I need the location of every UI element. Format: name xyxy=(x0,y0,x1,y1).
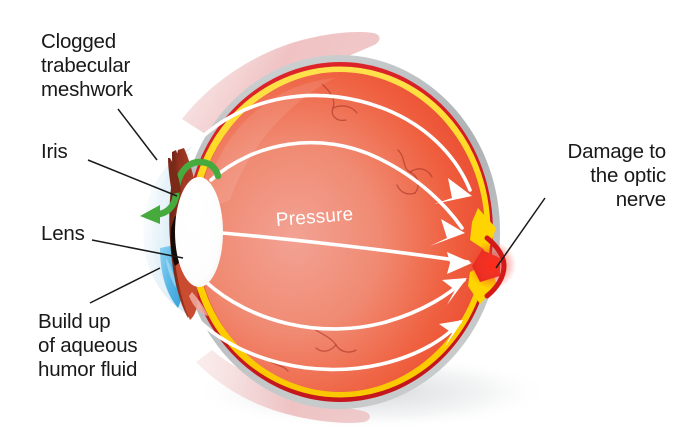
zonules xyxy=(189,292,208,316)
leader-line-damage xyxy=(495,197,546,269)
optic-nerve-rim xyxy=(484,235,507,299)
label-lens: Lens xyxy=(41,222,85,245)
leader-line-lens xyxy=(91,239,184,259)
retinal-vessels xyxy=(267,83,433,372)
pressure-arrow-bottom-2 xyxy=(194,316,462,372)
leader-line-iris xyxy=(87,159,178,197)
aqueous-fluid-highlight xyxy=(166,258,176,288)
leader-line-buildup xyxy=(89,267,161,304)
label-damage-to-the-optic-nerve: Damage to the optic nerve xyxy=(567,140,667,211)
leader-line-clogged xyxy=(117,108,158,161)
optic-nerve-head xyxy=(468,208,516,304)
pressure-arrow-middle xyxy=(209,230,470,264)
pressure-arrow-heads xyxy=(430,178,472,347)
globe-highlight xyxy=(205,78,335,210)
trabecular-meshwork-site xyxy=(168,158,181,194)
optic-nerve-damage-glow xyxy=(468,241,516,289)
label-iris: Iris xyxy=(41,140,68,163)
cornea-outer-dome xyxy=(143,146,193,318)
lens-highlight xyxy=(184,186,202,234)
pressure-arrow-bottom-1 xyxy=(204,278,466,331)
label-build-up-of-aqueous-humor-fluid: Build up of aqueous humor fluid xyxy=(38,310,138,381)
pressure-arrow-top-1 xyxy=(191,93,472,192)
label-clogged-trabecular-meshwork: Clogged trabecular meshwork xyxy=(41,30,133,101)
pressure-arrows xyxy=(191,93,472,372)
pressure-arrow-top-2 xyxy=(209,140,464,230)
leader-lines xyxy=(87,108,546,304)
